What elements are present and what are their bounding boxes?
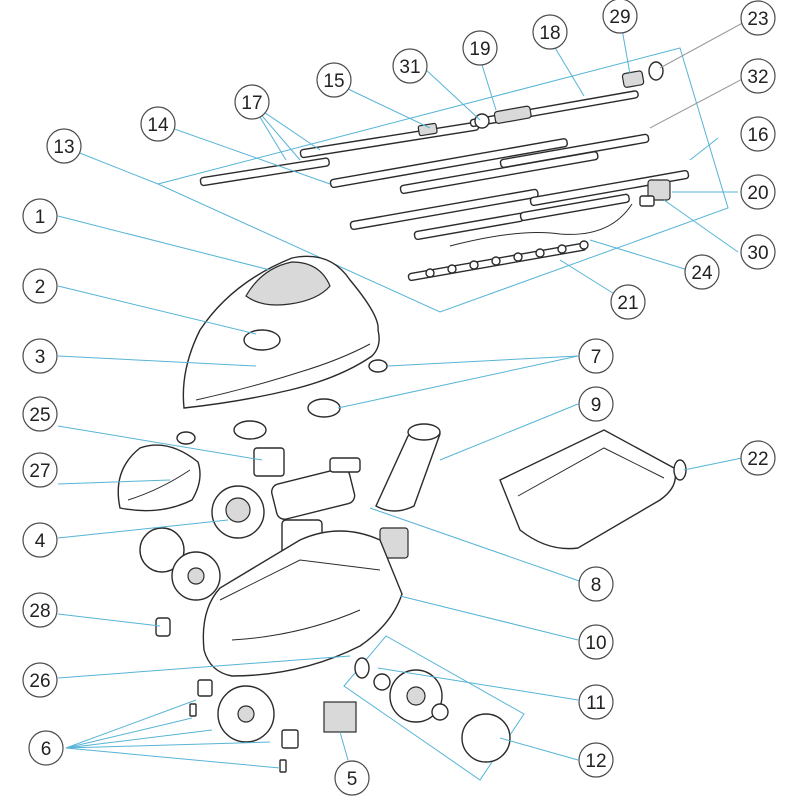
filter-bag-22	[499, 429, 687, 550]
svg-text:12: 12	[585, 751, 606, 772]
tee-20-30	[639, 179, 671, 207]
svg-text:25: 25	[29, 405, 50, 426]
label-plate-5	[323, 701, 357, 733]
hose-group	[156, 47, 729, 313]
callout-2: 2	[22, 268, 58, 304]
left-wheel-assembly	[139, 527, 221, 601]
callout-15: 15	[316, 62, 352, 98]
callout-30: 30	[740, 234, 776, 270]
svg-text:20: 20	[747, 183, 768, 204]
callout-25: 25	[22, 396, 58, 432]
wheel-group-outline-12	[343, 635, 525, 781]
callout-19: 19	[462, 30, 498, 66]
callout-18: 18	[532, 14, 568, 50]
callout-12: 12	[578, 742, 614, 778]
svg-text:21: 21	[617, 293, 638, 314]
intake-chute-9	[375, 423, 441, 512]
hose-row-2	[329, 133, 650, 195]
callout-14: 14	[140, 106, 176, 142]
callout-28: 28	[22, 592, 58, 628]
svg-text:28: 28	[29, 601, 50, 622]
callout-8: 8	[578, 566, 614, 602]
callout-22: 22	[740, 440, 776, 476]
top-cover	[182, 255, 380, 409]
connector-28	[155, 617, 171, 637]
hose-row-3	[349, 169, 690, 231]
svg-text:16: 16	[747, 125, 768, 146]
svg-text:3: 3	[35, 347, 46, 368]
right-wheel-group	[343, 635, 525, 781]
callout-16: 16	[740, 116, 776, 152]
callout-31: 31	[392, 48, 428, 84]
callout-29: 29	[602, 0, 638, 34]
svg-text:13: 13	[53, 137, 74, 158]
svg-text:31: 31	[399, 57, 420, 78]
callout-26: 26	[22, 662, 58, 698]
callout-1: 1	[22, 198, 58, 234]
svg-text:26: 26	[29, 671, 50, 692]
svg-text:5: 5	[347, 769, 358, 790]
hose-segment-14	[199, 157, 330, 187]
svg-text:9: 9	[591, 395, 602, 416]
callout-11: 11	[578, 684, 614, 720]
svg-text:24: 24	[691, 263, 713, 284]
float-hose-21	[407, 240, 589, 282]
swivel-29-23	[621, 61, 664, 88]
callout-13: 13	[46, 128, 82, 164]
wheel-caps-7	[176, 359, 388, 445]
svg-text:7: 7	[591, 347, 602, 368]
svg-text:22: 22	[747, 449, 768, 470]
callout-10: 10	[578, 624, 614, 660]
svg-text:19: 19	[469, 39, 490, 60]
callout-24: 24	[684, 254, 720, 290]
svg-text:2: 2	[35, 277, 46, 298]
callout-4: 4	[22, 522, 58, 558]
svg-text:23: 23	[747, 9, 768, 30]
callout-5: 5	[334, 760, 370, 796]
side-filter-27	[117, 444, 201, 512]
svg-text:18: 18	[539, 23, 560, 44]
svg-text:29: 29	[609, 7, 630, 28]
callout-32: 32	[740, 58, 776, 94]
bracket-25	[253, 447, 285, 477]
svg-text:11: 11	[586, 693, 606, 714]
callout-3: 3	[22, 338, 58, 374]
svg-text:15: 15	[323, 71, 344, 92]
base-chassis-10	[202, 530, 403, 677]
callout-7: 7	[578, 338, 614, 374]
motor-4	[211, 485, 265, 539]
callout-21: 21	[610, 284, 646, 320]
callout-23: 23	[740, 0, 776, 36]
svg-text:10: 10	[585, 633, 606, 654]
callout-17: 17	[234, 84, 270, 120]
svg-text:8: 8	[591, 575, 602, 596]
svg-text:30: 30	[747, 243, 768, 264]
hose-group-outline	[156, 47, 729, 313]
svg-text:4: 4	[35, 531, 46, 552]
svg-text:27: 27	[29, 461, 50, 482]
callout-27: 27	[22, 452, 58, 488]
callout-6: 6	[28, 730, 64, 766]
callout-20: 20	[740, 174, 776, 210]
svg-text:14: 14	[147, 115, 169, 136]
callout-9: 9	[578, 386, 614, 422]
hose-segment-18	[469, 90, 639, 129]
svg-text:32: 32	[747, 67, 768, 88]
svg-text:6: 6	[41, 739, 52, 760]
callouts: 1 2 3 4 5 6 7 8 9 10 11 12 13 14 15 16 1…	[22, 0, 776, 796]
hose-row-4	[413, 193, 633, 247]
bottom-wheel-6	[189, 679, 299, 773]
svg-text:1: 1	[35, 207, 46, 228]
svg-text:17: 17	[241, 93, 262, 114]
